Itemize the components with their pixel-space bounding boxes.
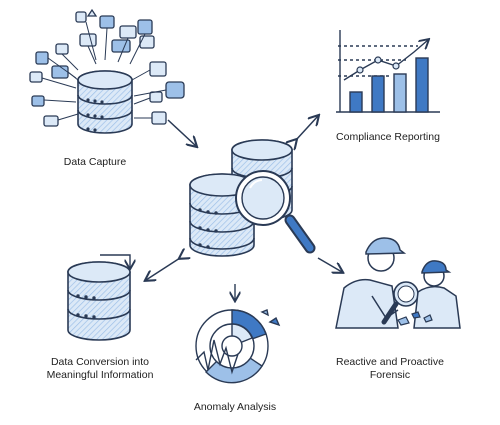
node-label-data-conversion: Data Conversion into Meaningful Informat… [46,356,154,381]
arrow-capture-to-center [167,119,196,146]
node-label-data-capture: Data Capture [63,156,127,168]
central-database-icon [189,139,316,257]
arrow-center-to-conversion [146,258,180,280]
arrow-center-to-forensic [317,257,342,272]
capture-database [77,70,133,134]
data-conversion-icon [67,254,130,341]
connector-arrows [146,116,342,280]
node-label-forensic: Reactive and Proactive Forensic [336,356,444,381]
anomaly-analysis-icon [195,284,281,384]
forensic-investigators-icon [335,237,461,329]
compliance-chart-icon [336,30,440,113]
node-label-compliance-reporting: Compliance Reporting [336,131,440,143]
node-label-anomaly-analysis: Anomaly Analysis [193,401,277,413]
data-capture-icon [29,8,185,134]
capture-links [41,21,167,121]
magnifier-icon [235,170,316,254]
arrow-center-to-compliance [296,116,318,140]
